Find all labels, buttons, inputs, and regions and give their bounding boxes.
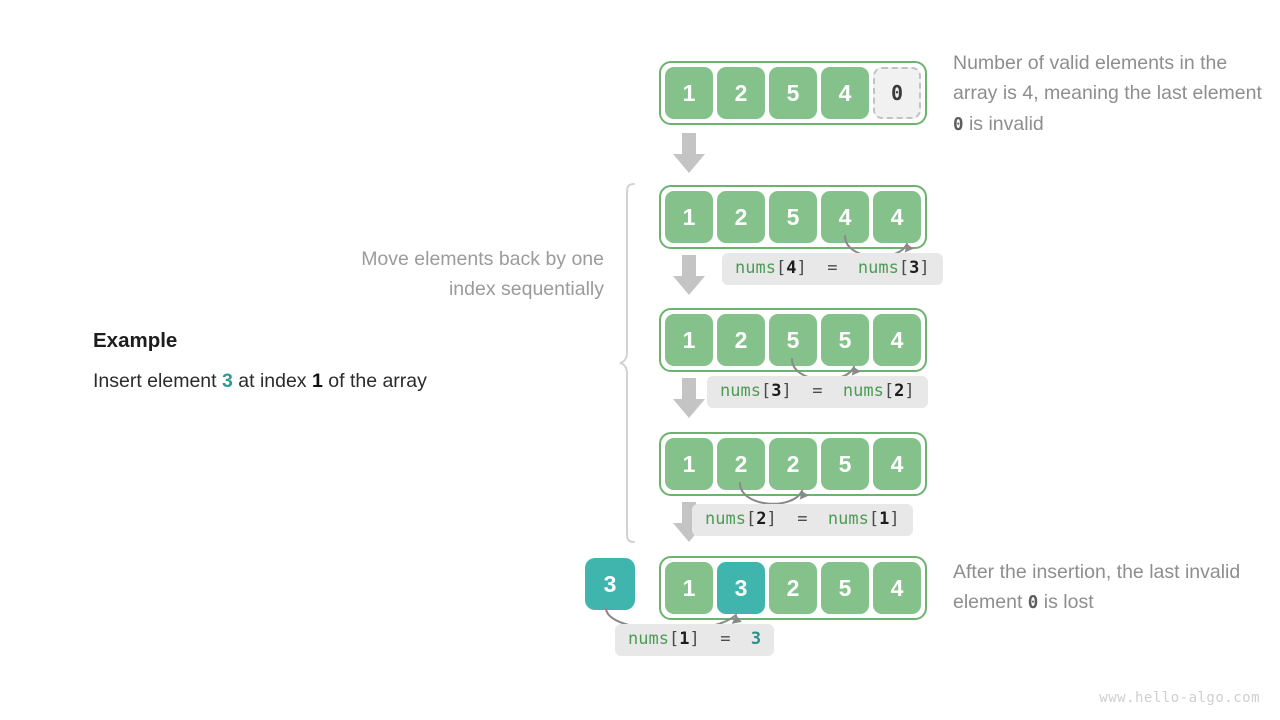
example-index: 1 xyxy=(311,370,323,392)
code-lhs-index: 3 xyxy=(771,381,782,401)
code-op: = xyxy=(827,258,838,278)
code-label-assign-2-from-1: nums[2] = nums[1] xyxy=(692,504,913,537)
code-lhs-index: 2 xyxy=(756,509,767,529)
note-top-part2: is invalid xyxy=(963,112,1044,135)
array-cell: 5 xyxy=(769,314,817,366)
array-cell: 5 xyxy=(821,438,869,490)
code-rhs-literal: 3 xyxy=(750,629,762,649)
example-heading: Example xyxy=(93,329,178,352)
caption-move-elements: Move elements back by one index sequenti… xyxy=(361,248,604,301)
array-cell: 4 xyxy=(873,438,921,490)
code-label-assign-4-from-3: nums[4] = nums[3] xyxy=(722,253,943,286)
note-bottom-part1: After the insertion, the last invalid el… xyxy=(953,561,1241,614)
example-suffix: of the array xyxy=(322,370,427,392)
example-prefix: Insert element xyxy=(93,370,222,392)
watermark: www.hello-algo.com xyxy=(1099,690,1260,706)
code-op: = xyxy=(720,629,731,649)
array-cell: 2 xyxy=(717,314,765,366)
code-lhs-index: 4 xyxy=(786,258,797,278)
code-lhs-name: nums xyxy=(720,381,761,401)
array-cell-invalid: 0 xyxy=(873,67,921,119)
array-cell: 1 xyxy=(665,562,713,614)
array-cell: 2 xyxy=(717,438,765,490)
array-cell: 5 xyxy=(821,314,869,366)
note-valid-elements: Number of valid elements in the array is… xyxy=(953,48,1263,139)
array-cell: 2 xyxy=(769,562,817,614)
code-lhs-name: nums xyxy=(628,629,669,649)
example-value: 3 xyxy=(221,370,233,392)
array-cell-inserted: 3 xyxy=(717,562,765,614)
array-cell: 1 xyxy=(665,314,713,366)
array-cell: 4 xyxy=(821,191,869,243)
code-rhs-index: 2 xyxy=(894,381,905,401)
code-rhs-name: nums xyxy=(827,509,869,529)
array-row-step-2: 1 2 5 5 4 xyxy=(659,308,927,372)
code-rhs-name: nums xyxy=(842,381,884,401)
code-lhs-name: nums xyxy=(705,509,746,529)
note-top-part1: Number of valid elements in the array is… xyxy=(953,52,1262,105)
insert-value-box: 3 xyxy=(585,558,635,610)
code-label-assign-3-from-2: nums[3] = nums[2] xyxy=(707,376,928,409)
note-insertion-result: After the insertion, the last invalid el… xyxy=(953,557,1263,618)
array-cell: 5 xyxy=(769,191,817,243)
code-rhs-index: 1 xyxy=(879,509,890,529)
down-arrow-icon xyxy=(673,133,705,173)
array-cell: 4 xyxy=(873,562,921,614)
array-cell: 5 xyxy=(821,562,869,614)
array-cell: 2 xyxy=(717,67,765,119)
array-cell: 1 xyxy=(665,438,713,490)
array-cell: 1 xyxy=(665,67,713,119)
code-op: = xyxy=(812,381,823,401)
array-cell: 1 xyxy=(665,191,713,243)
note-bottom-code: 0 xyxy=(1027,593,1039,614)
code-op: = xyxy=(797,509,808,529)
array-cell: 4 xyxy=(873,314,921,366)
copy-arrow-icon xyxy=(738,481,809,505)
array-row-initial: 1 2 5 4 0 xyxy=(659,61,927,125)
code-lhs-name: nums xyxy=(735,258,776,278)
code-label-assign-1-literal-3: nums[1] = 3 xyxy=(615,624,775,657)
code-rhs-index: 3 xyxy=(909,258,920,278)
array-cell: 4 xyxy=(821,67,869,119)
array-cell: 2 xyxy=(769,438,817,490)
array-cell: 2 xyxy=(717,191,765,243)
down-arrow-icon xyxy=(673,255,705,295)
example-middle: at index xyxy=(232,370,312,392)
code-rhs-name: nums xyxy=(857,258,899,278)
array-cell: 5 xyxy=(769,67,817,119)
example-description: Insert element 3 at index 1 of the array xyxy=(93,370,427,393)
down-arrow-icon xyxy=(673,378,705,418)
note-bottom-part2: is lost xyxy=(1038,591,1094,614)
grouping-brace xyxy=(619,183,635,543)
array-row-step-3: 1 2 2 5 4 xyxy=(659,432,927,496)
code-lhs-index: 1 xyxy=(679,629,690,649)
note-top-code: 0 xyxy=(953,114,964,135)
array-cell: 4 xyxy=(873,191,921,243)
array-row-final: 1 3 2 5 4 xyxy=(659,556,927,620)
array-row-step-1: 1 2 5 4 4 xyxy=(659,185,927,249)
